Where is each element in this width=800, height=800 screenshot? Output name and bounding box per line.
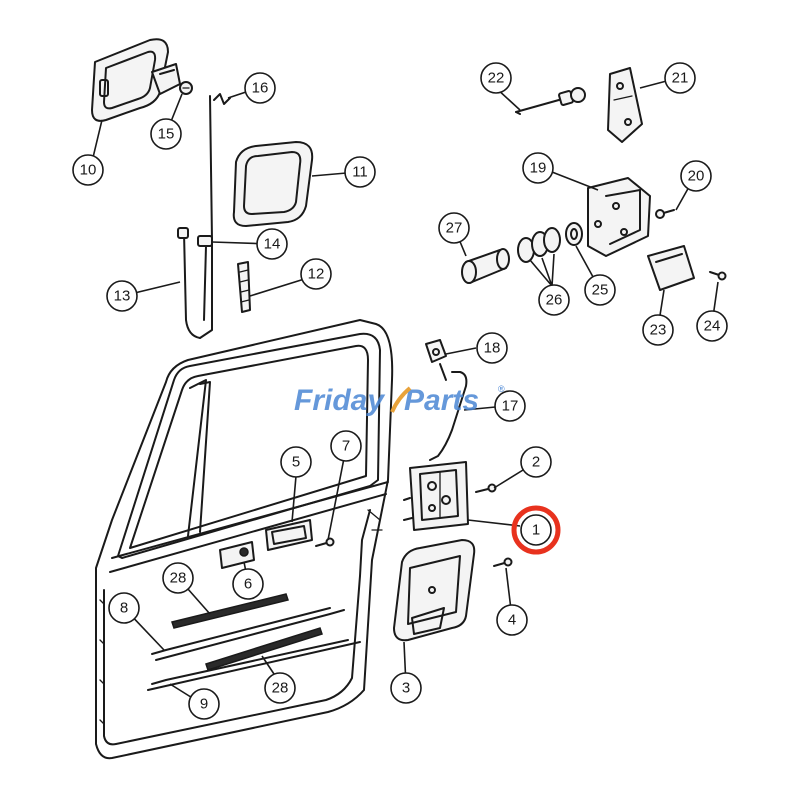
part-12-weatherstrip <box>237 261 251 313</box>
part-18-latch-control <box>425 339 447 381</box>
callout-7[interactable]: 7 <box>330 430 362 462</box>
callout-22[interactable]: 22 <box>480 62 512 94</box>
callout-label: 8 <box>120 600 128 617</box>
callout-label: 7 <box>342 438 350 455</box>
callout-label: 12 <box>308 266 325 283</box>
highlight-ring <box>511 505 561 555</box>
callout-label: 28 <box>272 680 289 697</box>
callout-label: 21 <box>672 70 689 87</box>
callout-label: 23 <box>650 322 667 339</box>
callout-label: 15 <box>158 126 175 143</box>
part-6-lock-knob <box>219 541 255 569</box>
part-20-screw <box>655 209 675 219</box>
callout-label: 1 <box>532 522 540 539</box>
callout-label: 5 <box>292 454 300 471</box>
part-27-bushing <box>461 248 510 284</box>
callout-label: 28 <box>170 570 187 587</box>
callout-18[interactable]: 18 <box>476 332 508 364</box>
callout-4[interactable]: 4 <box>496 604 528 636</box>
callout-3[interactable]: 3 <box>390 672 422 704</box>
callout-19[interactable]: 19 <box>522 152 554 184</box>
fridayparts-watermark: Friday Parts ® <box>294 384 505 417</box>
watermark-registered: ® <box>498 384 505 394</box>
part-19-hinge-body <box>587 177 651 257</box>
callout-label: 19 <box>530 160 547 177</box>
part-4-screw <box>493 557 513 567</box>
callout-24[interactable]: 24 <box>696 310 728 342</box>
part-5-inside-handle-bezel <box>265 519 313 551</box>
callout-label: 17 <box>502 398 519 415</box>
part-28-trim-strips <box>171 593 323 671</box>
callout-9[interactable]: 9 <box>188 688 220 720</box>
callout-2[interactable]: 2 <box>520 446 552 478</box>
callout-label: 10 <box>80 162 97 179</box>
callout-label: 14 <box>264 236 281 253</box>
part-22-hinge-pin <box>515 87 586 115</box>
callout-label: 9 <box>200 696 208 713</box>
callout-20[interactable]: 20 <box>680 160 712 192</box>
callout-label: 2 <box>532 454 540 471</box>
callout-16[interactable]: 16 <box>244 72 276 104</box>
callout-label: 18 <box>484 340 501 357</box>
part-24-screw <box>709 271 727 281</box>
part-1-door-latch <box>403 461 469 531</box>
callout-12[interactable]: 12 <box>300 258 332 290</box>
door-shell <box>95 319 394 760</box>
part-2-screw <box>475 483 497 493</box>
callout-label: 4 <box>508 612 516 629</box>
part-17-link-rod <box>429 371 468 461</box>
watermark-right: Parts <box>404 384 479 417</box>
callout-6[interactable]: 6 <box>232 568 264 600</box>
callout-28-upper[interactable]: 28 <box>162 562 194 594</box>
callout-label: 20 <box>688 168 705 185</box>
callout-label: 24 <box>704 318 721 335</box>
watermark-left: Friday <box>294 384 385 417</box>
callout-label: 16 <box>252 80 269 97</box>
watermark-swoosh <box>390 386 412 413</box>
part-23-hinge-cover <box>647 245 695 291</box>
part-7-screw <box>315 537 335 547</box>
part-25-washer <box>565 222 583 246</box>
callout-label: 26 <box>546 292 563 309</box>
callout-13[interactable]: 13 <box>106 280 138 312</box>
part-11-window-gasket <box>232 141 314 227</box>
callout-27[interactable]: 27 <box>438 212 470 244</box>
callout-label: 11 <box>352 164 368 181</box>
callout-14[interactable]: 14 <box>256 228 288 260</box>
callout-28-lower[interactable]: 28 <box>264 672 296 704</box>
callout-label: 22 <box>488 70 505 87</box>
callout-21[interactable]: 21 <box>664 62 696 94</box>
callout-5[interactable]: 5 <box>280 446 312 478</box>
callout-label: 27 <box>446 220 463 237</box>
callout-25[interactable]: 25 <box>584 274 616 306</box>
callout-label: 13 <box>114 288 131 305</box>
part-10-outside-handle <box>91 38 181 122</box>
callout-15[interactable]: 15 <box>150 118 182 150</box>
part-16-clip <box>213 93 231 105</box>
callout-label: 3 <box>402 680 410 697</box>
callout-label: 25 <box>592 282 609 299</box>
callout-8[interactable]: 8 <box>108 592 140 624</box>
callout-26[interactable]: 26 <box>538 284 570 316</box>
part-26-washers <box>517 227 561 263</box>
part-21-hinge-plate <box>607 67 643 143</box>
callout-label: 6 <box>244 576 252 593</box>
callout-11[interactable]: 11 <box>344 156 376 188</box>
part-3-access-cover <box>393 539 476 642</box>
part-15-screw <box>179 81 193 95</box>
callout-23[interactable]: 23 <box>642 314 674 346</box>
part-8-9-rods <box>147 607 361 691</box>
callout-1[interactable]: 1 <box>520 514 552 546</box>
callout-10[interactable]: 10 <box>72 154 104 186</box>
callout-17[interactable]: 17 <box>494 390 526 422</box>
part-13-14-control-rods <box>177 95 213 339</box>
